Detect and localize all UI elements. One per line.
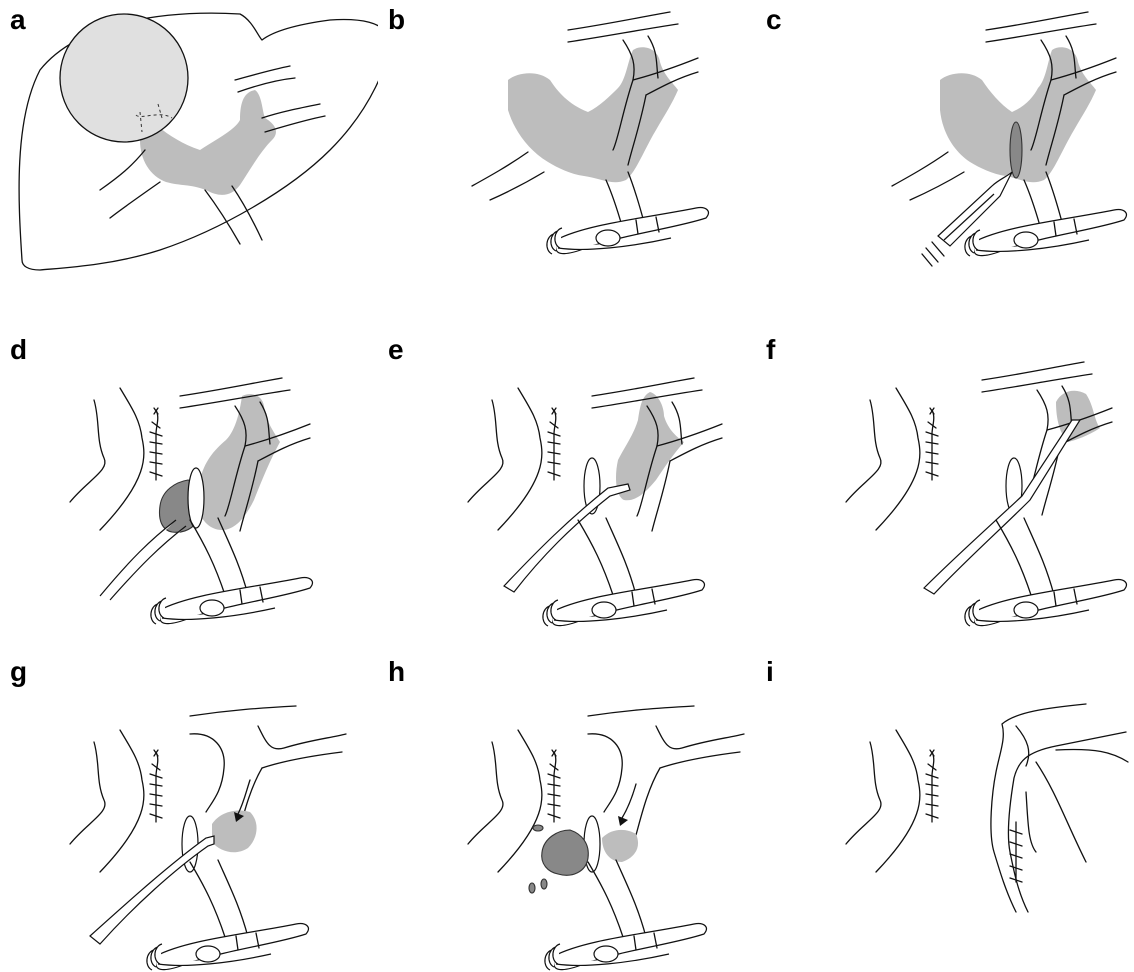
panel-b: b bbox=[378, 0, 756, 320]
panel-label-h: h bbox=[388, 658, 405, 686]
panel-g-drawing bbox=[0, 652, 378, 972]
panel-e-drawing bbox=[378, 330, 756, 650]
panel-f-drawing bbox=[756, 330, 1134, 650]
panel-f: f bbox=[756, 330, 1134, 650]
panel-i-drawing bbox=[756, 652, 1134, 972]
panel-i: i bbox=[756, 652, 1134, 972]
incision bbox=[1010, 122, 1022, 178]
panel-e: e bbox=[378, 330, 756, 650]
panel-label-f: f bbox=[766, 336, 775, 364]
panel-a-drawing bbox=[0, 0, 378, 320]
thrombus-removed bbox=[542, 830, 589, 875]
panel-h: h bbox=[378, 652, 756, 972]
panel-label-b: b bbox=[388, 6, 405, 34]
panel-label-i: i bbox=[766, 658, 774, 686]
panel-a: a bbox=[0, 0, 378, 320]
panel-label-a: a bbox=[10, 6, 26, 34]
panel-g: g bbox=[0, 652, 378, 972]
catheter-advanced bbox=[924, 420, 1080, 594]
panel-h-drawing bbox=[378, 652, 756, 972]
panel-label-c: c bbox=[766, 6, 782, 34]
sutured-incision bbox=[1010, 822, 1022, 882]
panel-label-e: e bbox=[388, 336, 404, 364]
panel-d-drawing bbox=[0, 330, 378, 650]
panel-b-drawing bbox=[378, 0, 756, 320]
thrombus-g bbox=[212, 811, 257, 853]
panel-c: c bbox=[756, 0, 1134, 320]
liver-lesion bbox=[60, 14, 188, 142]
panel-c-drawing bbox=[756, 0, 1134, 320]
panel-label-d: d bbox=[10, 336, 27, 364]
panel-d: d bbox=[0, 330, 378, 650]
panel-label-g: g bbox=[10, 658, 27, 686]
